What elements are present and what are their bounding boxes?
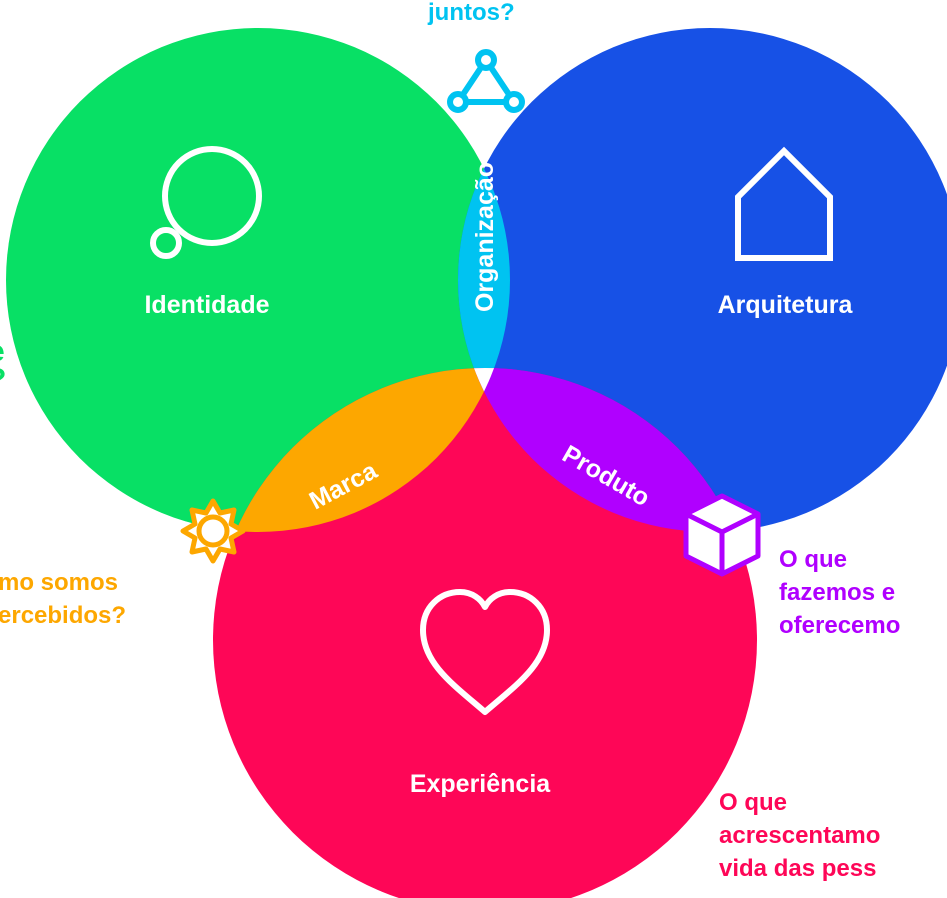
thought-bubble-icon bbox=[150, 146, 262, 259]
question-line: fazemos e bbox=[779, 579, 896, 606]
triangle-nodes-icon bbox=[447, 49, 525, 113]
identidade-label: Identidade bbox=[144, 291, 269, 319]
question-top: juntos? bbox=[428, 0, 515, 29]
question-experiencia: O que acrescentamo vida das pess bbox=[719, 786, 880, 885]
arquitetura-label: Arquitetura bbox=[718, 291, 854, 319]
question-line: e bbox=[0, 337, 6, 367]
sun-gear-icon bbox=[180, 498, 246, 564]
heart-icon bbox=[420, 589, 550, 715]
question-line: O que bbox=[719, 789, 788, 816]
question-line: oferecemo bbox=[779, 612, 901, 639]
question-line: acrescentamo bbox=[719, 822, 881, 849]
organizacao-label: Organização bbox=[471, 162, 499, 312]
question-marca: mo somos ercebidos? bbox=[0, 566, 126, 632]
marca-overlap bbox=[213, 368, 510, 532]
question-line: ercebidos? bbox=[0, 602, 127, 629]
question-line: mo somos bbox=[0, 569, 119, 596]
question-line: O que bbox=[779, 546, 848, 573]
question-left-edge: e? bbox=[0, 337, 6, 395]
house-icon bbox=[735, 146, 833, 261]
question-line: vida das pess bbox=[719, 855, 877, 882]
question-produto: O que fazemos e oferecemo bbox=[779, 543, 900, 642]
produto-overlap bbox=[458, 368, 757, 532]
box-icon bbox=[683, 493, 761, 577]
experiencia-label: Experiência bbox=[410, 770, 551, 798]
question-line: juntos? bbox=[428, 0, 515, 26]
question-line: ? bbox=[0, 365, 6, 395]
